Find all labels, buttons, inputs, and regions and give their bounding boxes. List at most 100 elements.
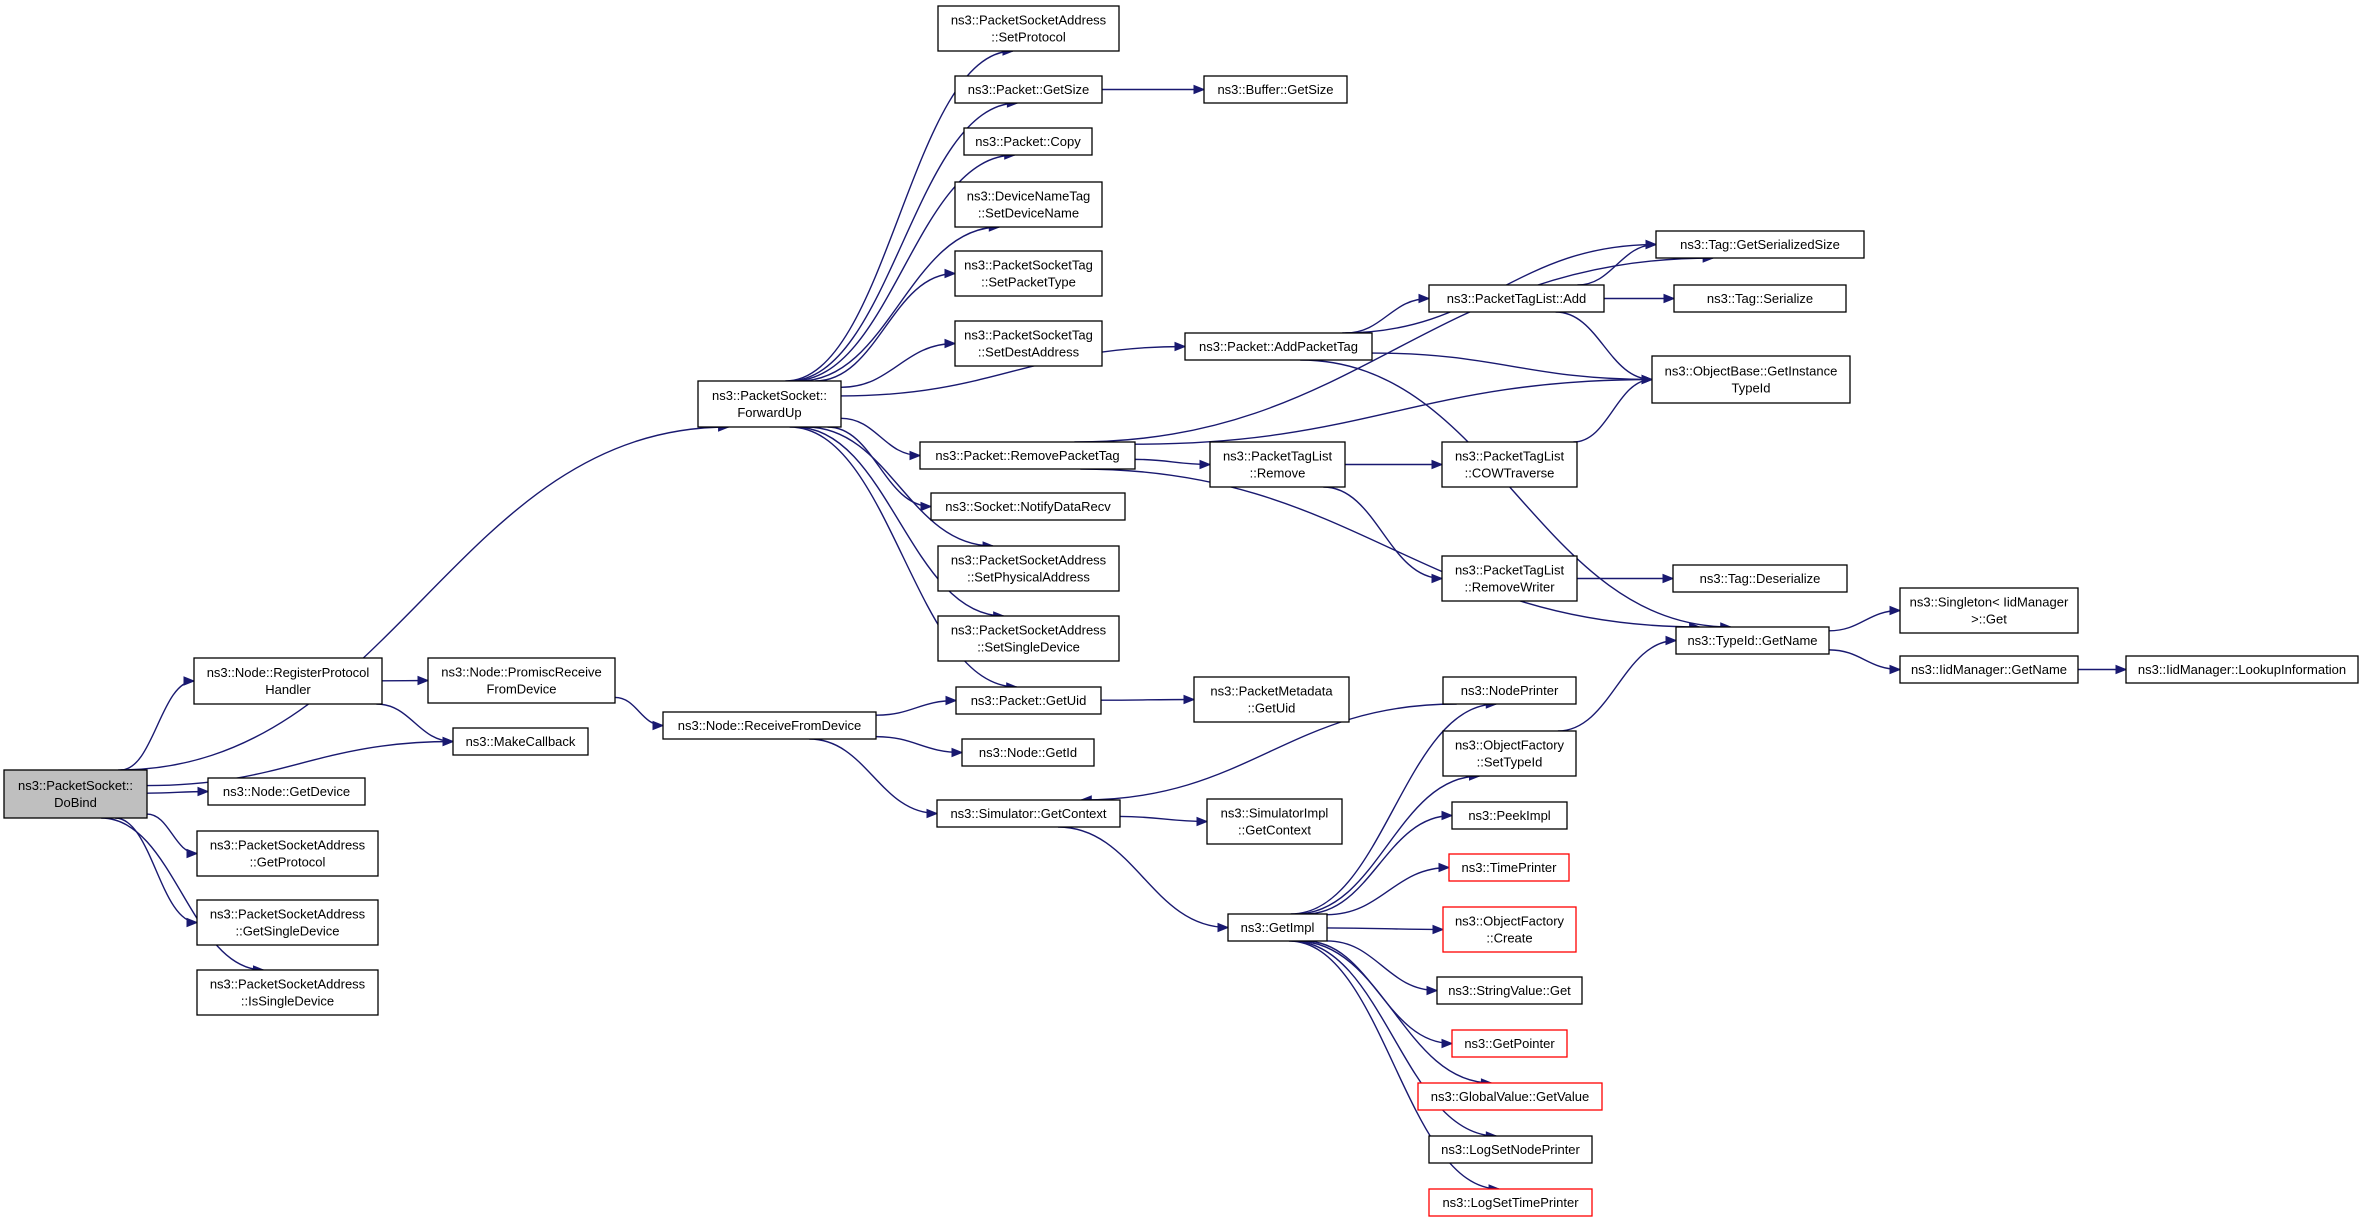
node-box-logsetnodeprinter[interactable] bbox=[1428, 1135, 1593, 1164]
node-box-registerproto[interactable] bbox=[193, 657, 383, 705]
node-box-packetgetsize[interactable] bbox=[954, 75, 1103, 104]
node-setphysaddr[interactable]: ns3::PacketSocketAddress::SetPhysicalAdd… bbox=[937, 545, 1120, 592]
node-box-getdevice[interactable] bbox=[207, 777, 366, 806]
node-box-tagdeserialize[interactable] bbox=[1672, 564, 1848, 593]
node-settypeid[interactable]: ns3::ObjectFactory::SetTypeId bbox=[1442, 730, 1577, 777]
node-setdevicename[interactable]: ns3::DeviceNameTag::SetDeviceName bbox=[954, 181, 1103, 228]
node-issingledevice[interactable]: ns3::PacketSocketAddress::IsSingleDevice bbox=[196, 969, 379, 1016]
node-setprotocol[interactable]: ns3::PacketSocketAddress::SetProtocol bbox=[937, 5, 1120, 52]
node-ptlistremove[interactable]: ns3::PacketTagList::Remove bbox=[1209, 441, 1346, 488]
node-simgetcontext[interactable]: ns3::Simulator::GetContext bbox=[936, 799, 1121, 828]
node-box-dobind[interactable] bbox=[3, 769, 148, 819]
node-box-buffergetsize[interactable] bbox=[1203, 75, 1348, 104]
node-dobind[interactable]: ns3::PacketSocket::DoBind bbox=[3, 769, 148, 819]
node-removewriter[interactable]: ns3::PacketTagList::RemoveWriter bbox=[1441, 555, 1578, 602]
node-setsingledevice[interactable]: ns3::PacketSocketAddress::SetSingleDevic… bbox=[937, 615, 1120, 662]
node-box-getsingledevice[interactable] bbox=[196, 899, 379, 946]
node-box-removepackettag[interactable] bbox=[919, 441, 1136, 470]
node-box-forwardup[interactable] bbox=[697, 380, 842, 428]
node-box-makecallback[interactable] bbox=[452, 727, 589, 756]
node-box-setdestaddress[interactable] bbox=[954, 320, 1103, 367]
node-box-iidgetname[interactable] bbox=[1899, 655, 2079, 684]
node-box-lookupinfo[interactable] bbox=[2125, 655, 2359, 684]
node-box-typeidgetname[interactable] bbox=[1675, 626, 1830, 655]
node-box-setphysaddr[interactable] bbox=[937, 545, 1120, 592]
node-packetcopy[interactable]: ns3::Packet::Copy bbox=[963, 127, 1093, 156]
node-iidgetname[interactable]: ns3::IidManager::GetName bbox=[1899, 655, 2079, 684]
node-box-getimpl[interactable] bbox=[1227, 913, 1328, 942]
node-tagserialize[interactable]: ns3::Tag::Serialize bbox=[1673, 284, 1847, 313]
node-getdevice[interactable]: ns3::Node::GetDevice bbox=[207, 777, 366, 806]
node-box-getpointer[interactable] bbox=[1451, 1029, 1568, 1058]
node-getpointer[interactable]: ns3::GetPointer bbox=[1451, 1029, 1568, 1058]
node-box-setsingledevice[interactable] bbox=[937, 615, 1120, 662]
node-cowtraverse[interactable]: ns3::PacketTagList::COWTraverse bbox=[1441, 441, 1578, 488]
node-box-peekimpl[interactable] bbox=[1451, 801, 1568, 830]
node-setdestaddress[interactable]: ns3::PacketSocketTag::SetDestAddress bbox=[954, 320, 1103, 367]
node-makecallback[interactable]: ns3::MakeCallback bbox=[452, 727, 589, 756]
node-box-simgetcontext[interactable] bbox=[936, 799, 1121, 828]
node-box-metadatagetuid[interactable] bbox=[1193, 676, 1350, 723]
node-box-simimplgetcontext[interactable] bbox=[1206, 798, 1343, 845]
node-box-packetcopy[interactable] bbox=[963, 127, 1093, 156]
node-setpackettype[interactable]: ns3::PacketSocketTag::SetPacketType bbox=[954, 250, 1103, 297]
node-receivefromdevice[interactable]: ns3::Node::ReceiveFromDevice bbox=[662, 711, 877, 740]
node-box-getinstancetypeid[interactable] bbox=[1651, 355, 1851, 404]
node-box-ptlistadd[interactable] bbox=[1428, 284, 1605, 313]
node-getsingledevice[interactable]: ns3::PacketSocketAddress::GetSingleDevic… bbox=[196, 899, 379, 946]
node-ptlistadd[interactable]: ns3::PacketTagList::Add bbox=[1428, 284, 1605, 313]
node-logsettimeprinter[interactable]: ns3::LogSetTimePrinter bbox=[1428, 1188, 1593, 1217]
node-packetgetuid[interactable]: ns3::Packet::GetUid bbox=[955, 686, 1102, 715]
node-box-logsettimeprinter[interactable] bbox=[1428, 1188, 1593, 1217]
node-peekimpl[interactable]: ns3::PeekImpl bbox=[1451, 801, 1568, 830]
node-box-ofcreate[interactable] bbox=[1442, 906, 1577, 953]
node-typeidgetname[interactable]: ns3::TypeId::GetName bbox=[1675, 626, 1830, 655]
node-singletonget[interactable]: ns3::Singleton< IidManager>::Get bbox=[1899, 587, 2079, 634]
node-forwardup[interactable]: ns3::PacketSocket::ForwardUp bbox=[697, 380, 842, 428]
node-box-packetgetuid[interactable] bbox=[955, 686, 1102, 715]
node-getprotocol[interactable]: ns3::PacketSocketAddress::GetProtocol bbox=[196, 830, 379, 877]
node-box-setdevicename[interactable] bbox=[954, 181, 1103, 228]
node-tagserializedsize[interactable]: ns3::Tag::GetSerializedSize bbox=[1655, 230, 1865, 259]
node-box-tagserializedsize[interactable] bbox=[1655, 230, 1865, 259]
node-tagdeserialize[interactable]: ns3::Tag::Deserialize bbox=[1672, 564, 1848, 593]
node-simimplgetcontext[interactable]: ns3::SimulatorImpl::GetContext bbox=[1206, 798, 1343, 845]
node-box-ptlistremove[interactable] bbox=[1209, 441, 1346, 488]
node-box-getprotocol[interactable] bbox=[196, 830, 379, 877]
node-box-addpackettag[interactable] bbox=[1184, 332, 1373, 361]
node-box-globalgetvalue[interactable] bbox=[1417, 1082, 1603, 1111]
node-box-nodegetid[interactable] bbox=[961, 738, 1095, 767]
node-box-stringvalueget[interactable] bbox=[1436, 976, 1583, 1005]
node-box-tagserialize[interactable] bbox=[1673, 284, 1847, 313]
node-box-setpackettype[interactable] bbox=[954, 250, 1103, 297]
node-box-setprotocol[interactable] bbox=[937, 5, 1120, 52]
node-box-settypeid[interactable] bbox=[1442, 730, 1577, 777]
node-addpackettag[interactable]: ns3::Packet::AddPacketTag bbox=[1184, 332, 1373, 361]
node-box-timeprinter[interactable] bbox=[1448, 853, 1570, 882]
node-globalgetvalue[interactable]: ns3::GlobalValue::GetValue bbox=[1417, 1082, 1603, 1111]
node-nodeprinter[interactable]: ns3::NodePrinter bbox=[1442, 676, 1577, 705]
node-metadatagetuid[interactable]: ns3::PacketMetadata::GetUid bbox=[1193, 676, 1350, 723]
node-box-promisc[interactable] bbox=[427, 657, 616, 704]
node-box-nodeprinter[interactable] bbox=[1442, 676, 1577, 705]
node-box-notifydatarecv[interactable] bbox=[930, 492, 1126, 521]
node-box-cowtraverse[interactable] bbox=[1441, 441, 1578, 488]
node-nodegetid[interactable]: ns3::Node::GetId bbox=[961, 738, 1095, 767]
node-packetgetsize[interactable]: ns3::Packet::GetSize bbox=[954, 75, 1103, 104]
node-timeprinter[interactable]: ns3::TimePrinter bbox=[1448, 853, 1570, 882]
node-ofcreate[interactable]: ns3::ObjectFactory::Create bbox=[1442, 906, 1577, 953]
node-box-receivefromdevice[interactable] bbox=[662, 711, 877, 740]
node-getimpl[interactable]: ns3::GetImpl bbox=[1227, 913, 1328, 942]
node-box-singletonget[interactable] bbox=[1899, 587, 2079, 634]
node-box-issingledevice[interactable] bbox=[196, 969, 379, 1016]
node-buffergetsize[interactable]: ns3::Buffer::GetSize bbox=[1203, 75, 1348, 104]
node-box-removewriter[interactable] bbox=[1441, 555, 1578, 602]
node-stringvalueget[interactable]: ns3::StringValue::Get bbox=[1436, 976, 1583, 1005]
node-lookupinfo[interactable]: ns3::IidManager::LookupInformation bbox=[2125, 655, 2359, 684]
node-logsetnodeprinter[interactable]: ns3::LogSetNodePrinter bbox=[1428, 1135, 1593, 1164]
node-notifydatarecv[interactable]: ns3::Socket::NotifyDataRecv bbox=[930, 492, 1126, 521]
node-removepackettag[interactable]: ns3::Packet::RemovePacketTag bbox=[919, 441, 1136, 470]
